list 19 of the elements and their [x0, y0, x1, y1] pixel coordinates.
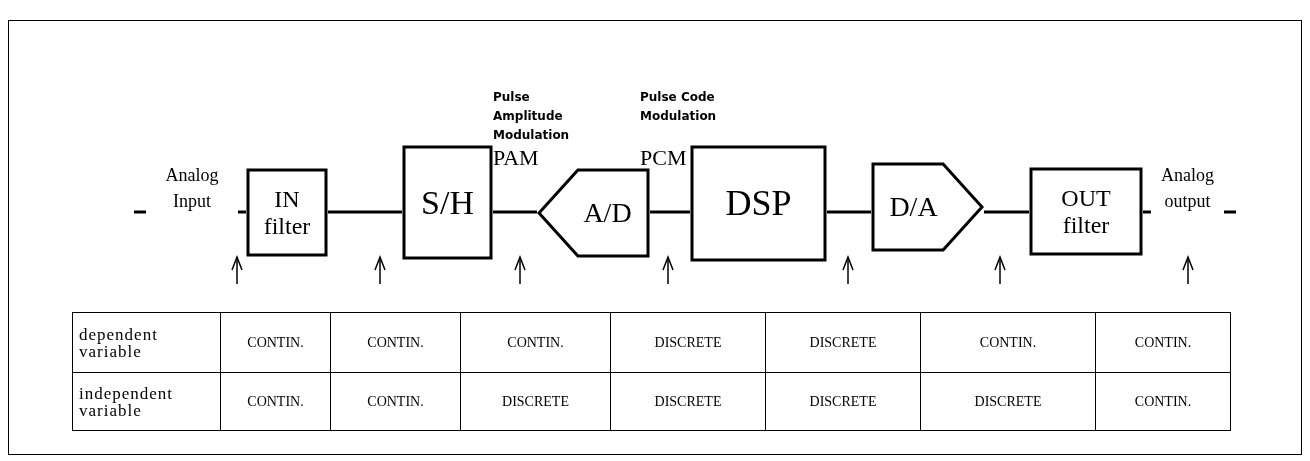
- signal-line: [650, 210, 690, 214]
- signal-line: [984, 210, 1029, 214]
- table-cell: CONTIN.: [1095, 312, 1231, 373]
- signal-line: [328, 210, 402, 214]
- signal-line: [493, 210, 537, 214]
- label-text: Pulse Code Modulation: [640, 89, 718, 125]
- signal-line: [827, 210, 871, 214]
- label-text: Pulse Amplitude Modulation: [493, 89, 571, 144]
- row-header: independent variable: [72, 372, 221, 431]
- processor-block: DSP: [690, 145, 827, 262]
- filter-block: IN filter: [246, 168, 328, 257]
- table-cell: CONTIN.: [1095, 372, 1231, 431]
- abbreviation: PCM: [640, 145, 687, 171]
- sample-hold-block: S/H: [402, 145, 493, 260]
- converter-block: D/A: [871, 162, 984, 252]
- row-header: dependent variable: [72, 312, 221, 373]
- filter-block: OUT filter: [1029, 167, 1143, 256]
- abbreviation: PAM: [493, 145, 539, 171]
- converter-block: A/D: [537, 168, 650, 258]
